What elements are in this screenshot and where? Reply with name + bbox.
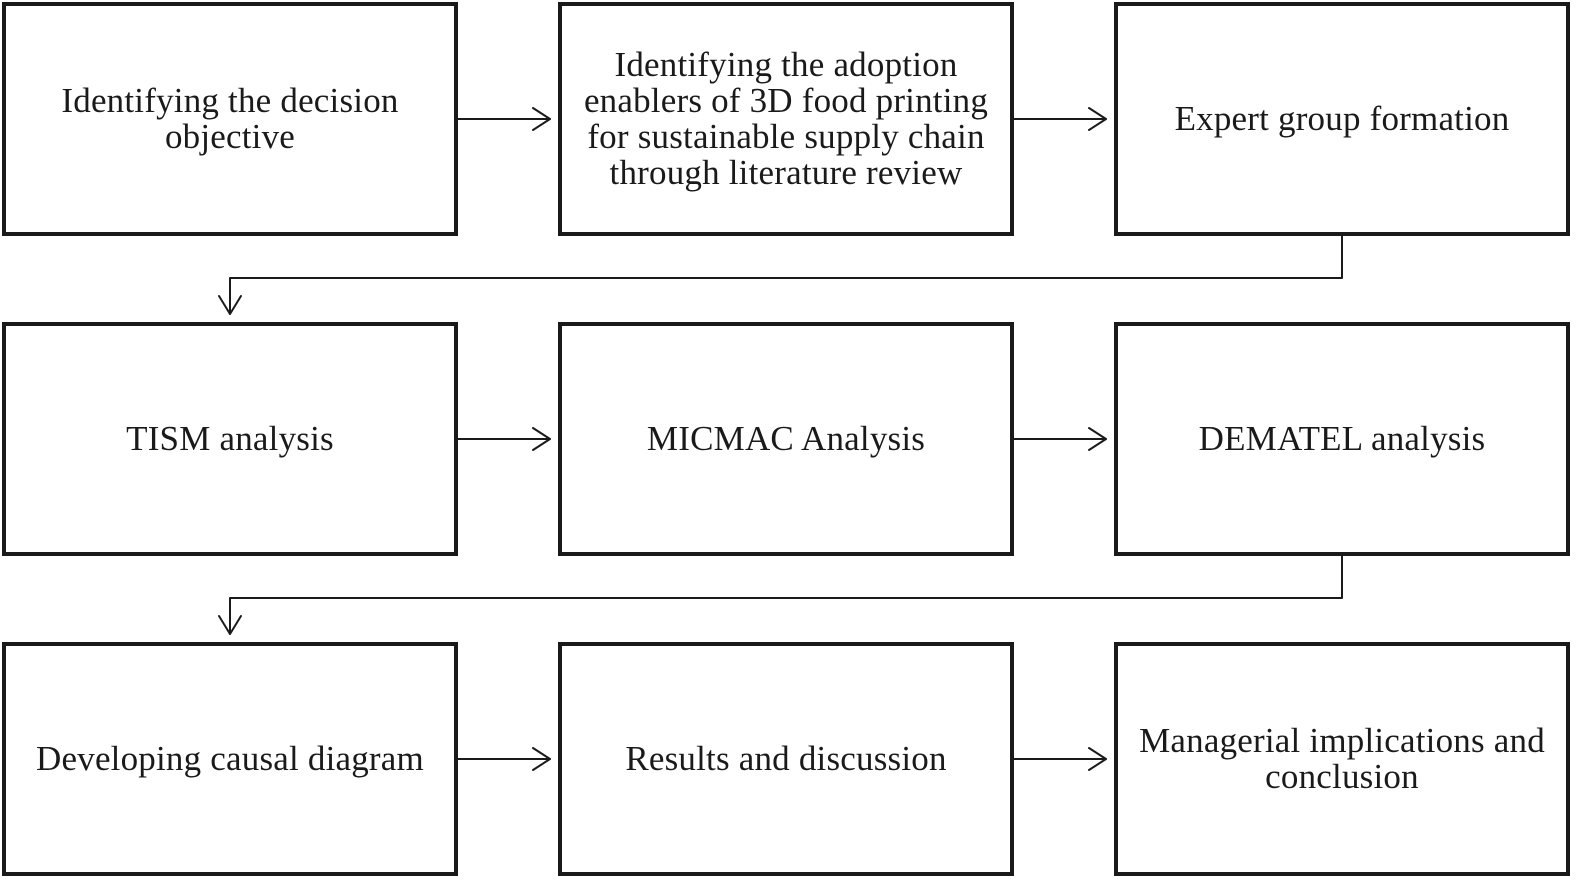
step-box-adoption-enablers: Identifying the adoption enablers of 3D … (558, 2, 1014, 236)
step-label: Results and discussion (625, 739, 947, 778)
arrow-step8-to-step9 (1013, 747, 1107, 771)
arrow-step1-to-step2 (457, 107, 551, 131)
step-box-expert-group: Expert group formation (1114, 2, 1570, 236)
arrow-step6-to-step7 (218, 555, 1343, 635)
step-box-causal-diagram: Developing causal diagram (2, 642, 458, 876)
step-label: Expert group formation (1174, 99, 1510, 138)
step-label: MICMAC Analysis (646, 419, 926, 458)
step-box-decision-objective: Identifying the decision objective (2, 2, 458, 236)
arrow-step4-to-step5 (457, 427, 551, 451)
arrow-step7-to-step8 (457, 747, 551, 771)
step-label: DEMATEL analysis (1198, 419, 1486, 458)
arrow-step2-to-step3 (1013, 107, 1107, 131)
step-label: TISM analysis (126, 419, 334, 458)
step-box-dematel: DEMATEL analysis (1114, 322, 1570, 556)
step-label: Developing causal diagram (36, 739, 424, 778)
step-box-tism: TISM analysis (2, 322, 458, 556)
step-box-conclusion: Managerial implications and conclusion (1114, 642, 1570, 876)
step-box-micmac: MICMAC Analysis (558, 322, 1014, 556)
step-box-results: Results and discussion (558, 642, 1014, 876)
step-label: Managerial implications and conclusion (1139, 721, 1545, 796)
arrow-step3-to-step4 (218, 235, 1343, 315)
step-label: Identifying the adoption enablers of 3D … (583, 45, 989, 192)
step-label: Identifying the decision objective (61, 81, 399, 156)
arrow-step5-to-step6 (1013, 427, 1107, 451)
